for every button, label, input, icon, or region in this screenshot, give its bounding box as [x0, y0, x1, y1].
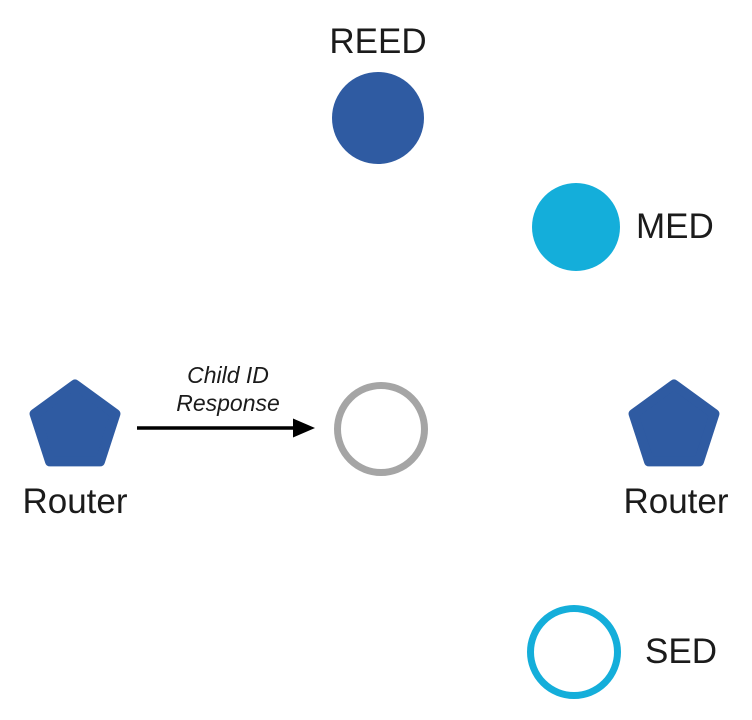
reed-node-circle — [332, 72, 424, 164]
router-right-pentagon — [628, 379, 720, 467]
child-id-response-label: Child ID Response — [176, 362, 280, 416]
med-node-circle — [532, 183, 620, 271]
router-right-label: Router — [623, 482, 729, 521]
reed-label: REED — [329, 22, 427, 61]
router-left-label: Router — [22, 482, 128, 521]
sed-node-circle — [527, 605, 621, 699]
new-device-circle — [334, 382, 428, 476]
child-id-arrowhead — [293, 418, 315, 438]
med-label: MED — [636, 207, 714, 246]
router-left-pentagon — [29, 379, 121, 467]
sed-label: SED — [645, 632, 717, 671]
